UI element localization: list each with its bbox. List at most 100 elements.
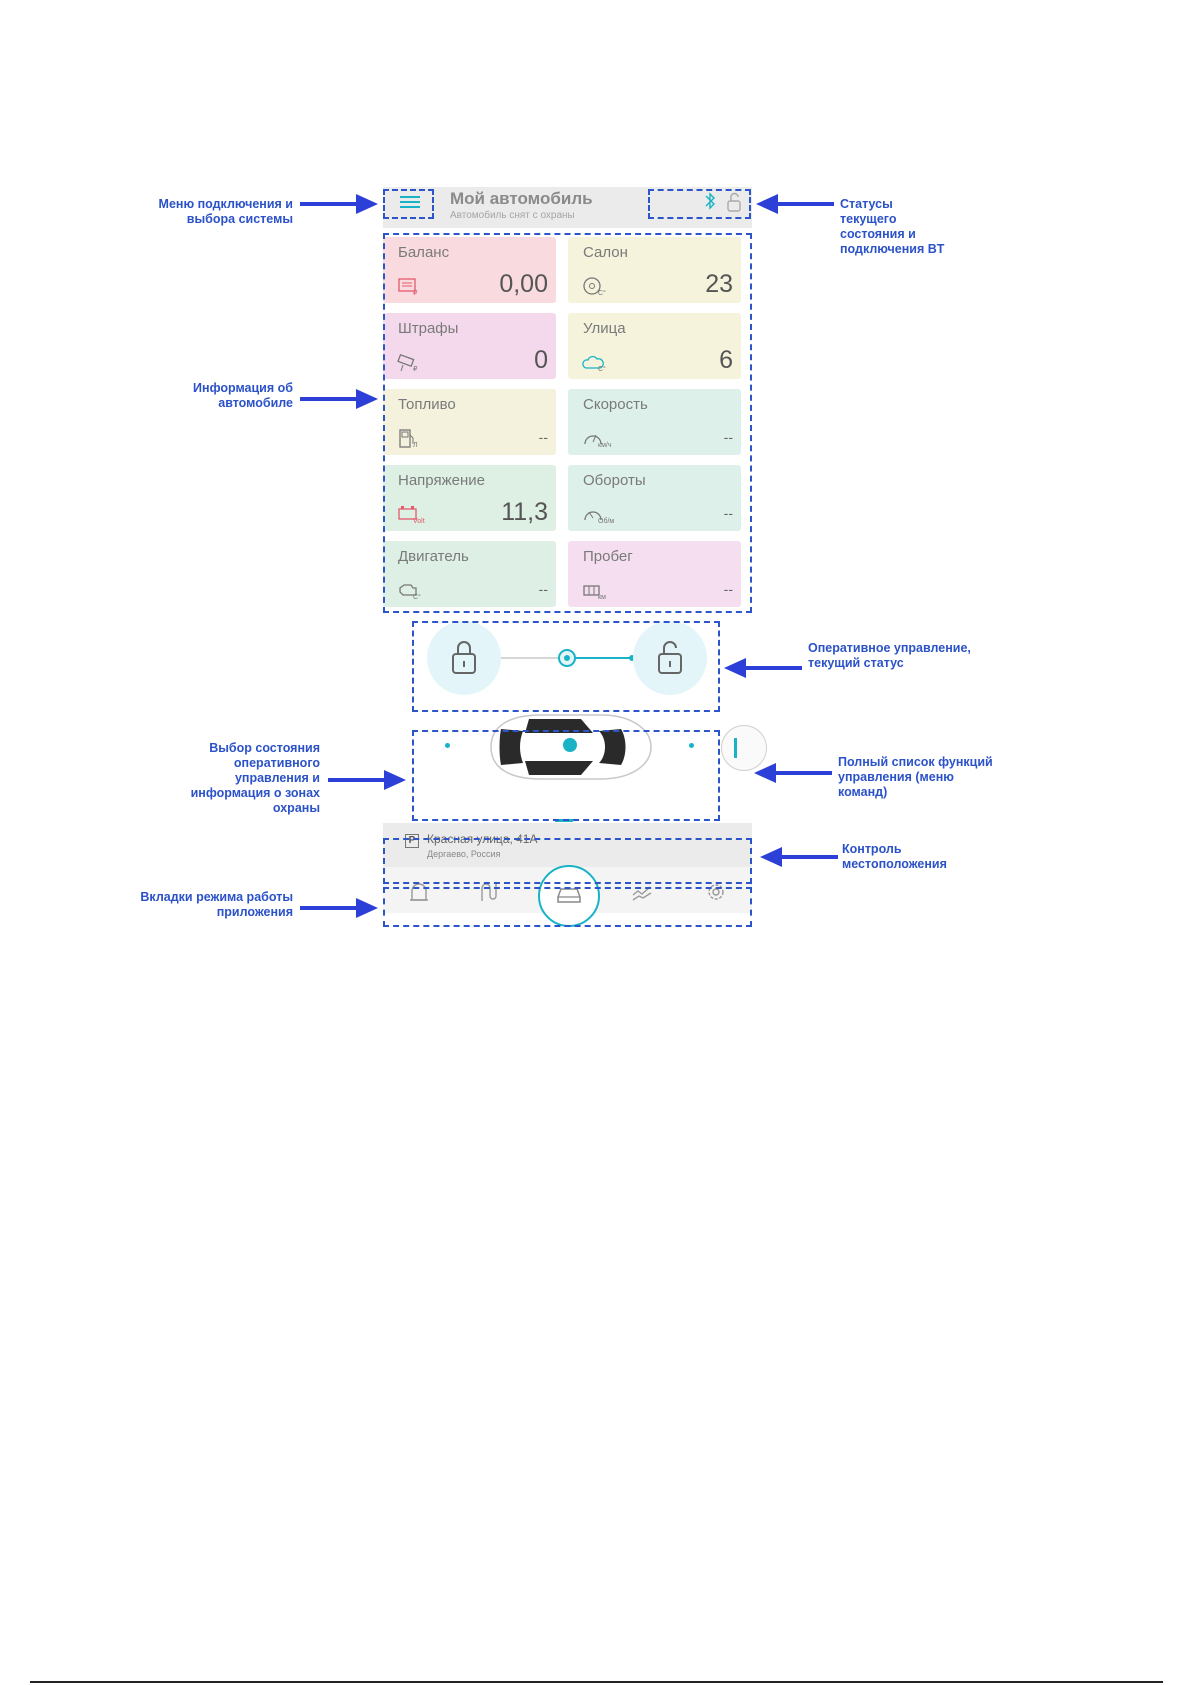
tile-unit: ₽ <box>413 366 418 373</box>
alarm-tab-icon[interactable] <box>407 880 431 904</box>
tile-label: Скорость <box>583 396 648 413</box>
tile-label: Двигатель <box>398 548 469 565</box>
tile-speed[interactable]: Скорость км/ч -- <box>568 389 741 455</box>
battery-icon <box>398 506 417 520</box>
app-screen: Мой автомобиль Автомобиль снят с охраны … <box>383 187 767 927</box>
arm-button[interactable] <box>427 621 501 695</box>
arrow-right-icon <box>300 194 378 214</box>
tile-label: Улица <box>583 320 626 337</box>
annotation-box-info <box>383 233 752 613</box>
annotation-location: Контроль местоположения <box>842 842 947 871</box>
tachometer-icon <box>584 511 602 521</box>
tile-label: Обороты <box>583 472 646 489</box>
camera-icon <box>397 353 415 372</box>
annotation-box-location <box>383 838 752 884</box>
annotation-box-tabs <box>383 887 752 927</box>
chart-tab-icon[interactable] <box>630 880 654 904</box>
tile-label: Пробег <box>583 548 633 565</box>
security-control <box>423 619 711 697</box>
zone-dot-left[interactable] <box>445 743 450 748</box>
parking-badge: P <box>405 834 419 848</box>
tile-unit: C° <box>598 366 606 373</box>
annotation-tabs: Вкладки режима работы приложения <box>140 890 293 919</box>
odometer-icon <box>583 585 600 596</box>
tile-value: 23 <box>705 270 733 298</box>
tile-value: -- <box>723 429 733 445</box>
tile-value: -- <box>538 429 548 445</box>
tile-cabin-temp[interactable]: Салон C° 23 <box>568 237 741 303</box>
arrow-right-icon <box>300 898 378 918</box>
settings-tab-icon[interactable] <box>704 880 728 904</box>
tile-value: 6 <box>719 346 733 374</box>
arrow-left-icon <box>724 658 802 678</box>
tile-fines[interactable]: Штрафы ₽ 0 <box>383 313 556 379</box>
app-header: Мой автомобиль Автомобиль снят с охраны <box>383 187 752 228</box>
security-status-text: Автомобиль снят с охраны <box>450 210 575 221</box>
arrow-left-icon <box>760 847 838 867</box>
annotation-menu: Меню подключения и выбора системы <box>158 197 293 226</box>
tile-label: Баланс <box>398 244 450 261</box>
tile-rpm[interactable]: Обороты Об/м -- <box>568 465 741 531</box>
annotation-box-control <box>412 621 720 712</box>
slider-track-inactive <box>501 657 567 659</box>
slider-end-dot <box>629 655 635 661</box>
tile-value: -- <box>723 505 733 521</box>
tile-fuel[interactable]: Топливо Л -- <box>383 389 556 455</box>
zone-indicator-center[interactable] <box>563 738 577 752</box>
tile-unit: C° <box>413 594 421 601</box>
tile-label: Штрафы <box>398 320 459 337</box>
tile-value: -- <box>538 581 548 597</box>
tile-value: 0,00 <box>499 270 548 298</box>
menu-icon <box>400 196 420 198</box>
location-bar[interactable]: P Красная улица, 41А Дергаево, Россия <box>383 819 752 867</box>
annotation-control: Оперативное управление, текущий статус <box>808 641 971 670</box>
annotation-box-select <box>412 730 720 821</box>
engine-icon <box>399 584 417 596</box>
page-bottom-rule <box>30 1681 1163 1683</box>
disarm-button[interactable] <box>633 621 707 695</box>
tile-label: Топливо <box>398 396 456 413</box>
tile-unit: Об/м <box>598 518 615 525</box>
arrow-right-icon <box>328 770 406 790</box>
tile-unit: Volt <box>413 518 425 525</box>
open-lock-status-icon <box>727 192 741 212</box>
annotation-box-statuses <box>648 189 751 219</box>
closed-lock-icon <box>452 641 476 674</box>
tile-engine[interactable]: Двигатель C° -- <box>383 541 556 607</box>
steering-wheel-icon <box>583 277 601 295</box>
arrow-left-icon <box>756 194 834 214</box>
tile-label: Салон <box>583 244 628 261</box>
annotation-statuses: Статусы текущего состояния и подключения… <box>840 197 945 256</box>
slider-handle[interactable] <box>558 649 576 667</box>
arrow-left-icon <box>754 763 832 783</box>
tile-mileage[interactable]: Пробег км -- <box>568 541 741 607</box>
fuel-icon <box>399 429 414 448</box>
bluetooth-icon <box>705 192 715 210</box>
tile-label: Напряжение <box>398 472 485 489</box>
slider-track-active <box>567 657 631 659</box>
tile-outside-temp[interactable]: Улица C° 6 <box>568 313 741 379</box>
tile-value: 11,3 <box>501 498 548 526</box>
arrow-right-icon <box>300 389 378 409</box>
tile-unit: C° <box>598 290 606 297</box>
zone-dot-right[interactable] <box>689 743 694 748</box>
tile-value: 0 <box>534 346 548 374</box>
tile-balance[interactable]: Баланс ₽ 0,00 <box>383 237 556 303</box>
car-icon <box>557 888 581 903</box>
location-city: Дергаево, Россия <box>427 849 501 859</box>
tile-value: -- <box>723 581 733 597</box>
command-menu-button[interactable] <box>721 725 767 771</box>
annotation-box-menu <box>383 189 434 219</box>
tile-unit: ₽ <box>413 290 418 297</box>
tile-voltage[interactable]: Напряжение Volt 11,3 <box>383 465 556 531</box>
tile-unit: Л <box>413 442 418 449</box>
annotation-info: Информация об автомобиле <box>193 381 293 410</box>
annotation-select: Выбор состояния оперативного управления … <box>190 741 320 815</box>
menu-button[interactable] <box>400 193 420 213</box>
annotation-commands: Полный список функций управления (меню к… <box>838 755 993 799</box>
tile-unit: км <box>598 594 606 601</box>
wallet-icon <box>398 278 416 292</box>
speedometer-icon <box>584 434 602 445</box>
open-lock-icon <box>658 641 682 674</box>
tile-unit: км/ч <box>598 442 612 449</box>
